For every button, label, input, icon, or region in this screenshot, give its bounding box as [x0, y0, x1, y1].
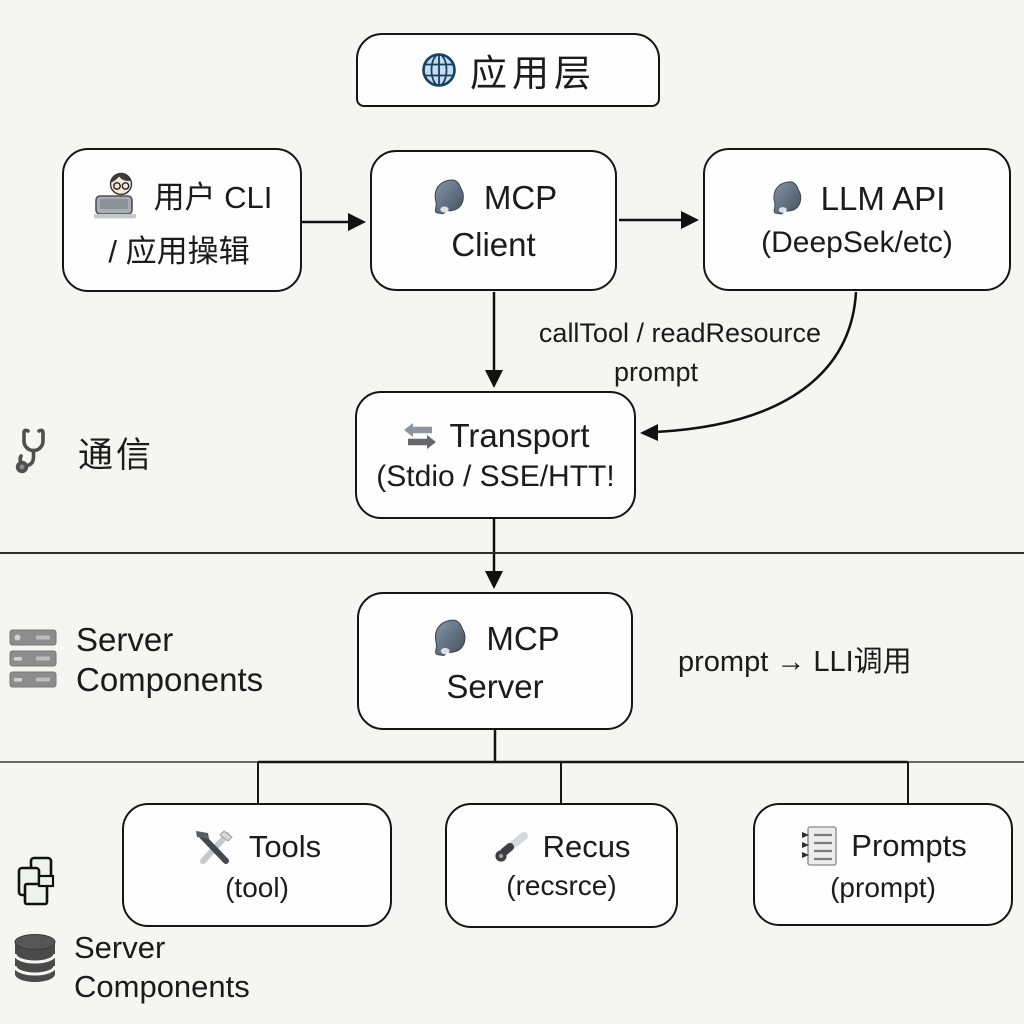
node-transport: Transport (Stdio / SSE/HTT! — [355, 391, 636, 519]
transport-line1: Transport — [449, 416, 590, 454]
server-rack-icon — [8, 628, 58, 690]
communication-text: 通信 — [78, 435, 155, 475]
hammer-wrench-icon — [193, 827, 237, 867]
head-icon — [769, 179, 809, 219]
head-icon — [430, 617, 474, 661]
server-components-bottom-label: Server Components — [12, 928, 250, 1006]
prompts-line1: Prompts — [851, 828, 967, 863]
llm-api-line1: LLM API — [820, 180, 946, 217]
resources-line2: (recsrce) — [506, 870, 617, 901]
communication-label: 通信 — [14, 425, 154, 479]
prompts-line2: (prompt) — [830, 872, 936, 903]
call-annotation-line1: callTool / readResource — [538, 318, 822, 348]
server-components-bottom-line1: Server — [74, 930, 166, 965]
node-user-cli: 用户 CLI / 应用操辑 — [62, 148, 302, 292]
mcp-server-line2: Server — [446, 667, 544, 705]
llm-api-line2: (DeepSek/etc) — [761, 226, 953, 259]
server-components-mid-line2: Components — [76, 661, 264, 698]
user-cli-line1: 用户 CLI — [153, 179, 273, 215]
user-cli-line2: / 应用操辑 — [108, 234, 250, 269]
node-tools: Tools (tool) — [122, 803, 392, 927]
node-mcp-server: MCP Server — [357, 592, 633, 730]
pages-icon — [12, 856, 60, 917]
database-icon — [12, 932, 58, 984]
node-resources: Recus (recsrce) — [445, 803, 678, 928]
server-components-mid-line1: Server — [76, 621, 174, 658]
call-annotation: callTool / readResource prompt — [505, 314, 855, 392]
server-components-bottom-line2: Components — [74, 969, 250, 1004]
tools-line1: Tools — [248, 828, 322, 864]
stethoscope-icon — [14, 425, 62, 479]
transport-line2: (Stdio / SSE/HTT! — [376, 459, 615, 493]
node-app-layer: 应用层 — [356, 33, 660, 107]
transfer-arrows-icon — [402, 420, 438, 452]
mcp-client-line1: MCP — [483, 179, 558, 216]
call-annotation-line2: prompt — [613, 357, 699, 387]
app-layer-label: 应用层 — [470, 53, 596, 94]
node-mcp-client: MCP Client — [370, 150, 617, 291]
node-llm-api: LLM API (DeepSek/etc) — [703, 148, 1011, 291]
technologist-icon — [92, 169, 144, 219]
list-icon — [799, 825, 839, 867]
resources-line1: Recus — [542, 829, 631, 864]
mcp-client-line2: Client — [451, 226, 536, 263]
server-components-mid-label: Server Components — [8, 620, 263, 700]
head-icon — [430, 177, 472, 219]
prompt-flow-label: prompt → LLI调用 — [678, 646, 912, 678]
globe-icon — [420, 51, 458, 89]
tools-line2: (tool) — [225, 871, 289, 903]
mcp-server-line1: MCP — [486, 619, 560, 657]
node-prompts: Prompts (prompt) — [753, 803, 1013, 926]
ratchet-icon — [493, 829, 531, 865]
